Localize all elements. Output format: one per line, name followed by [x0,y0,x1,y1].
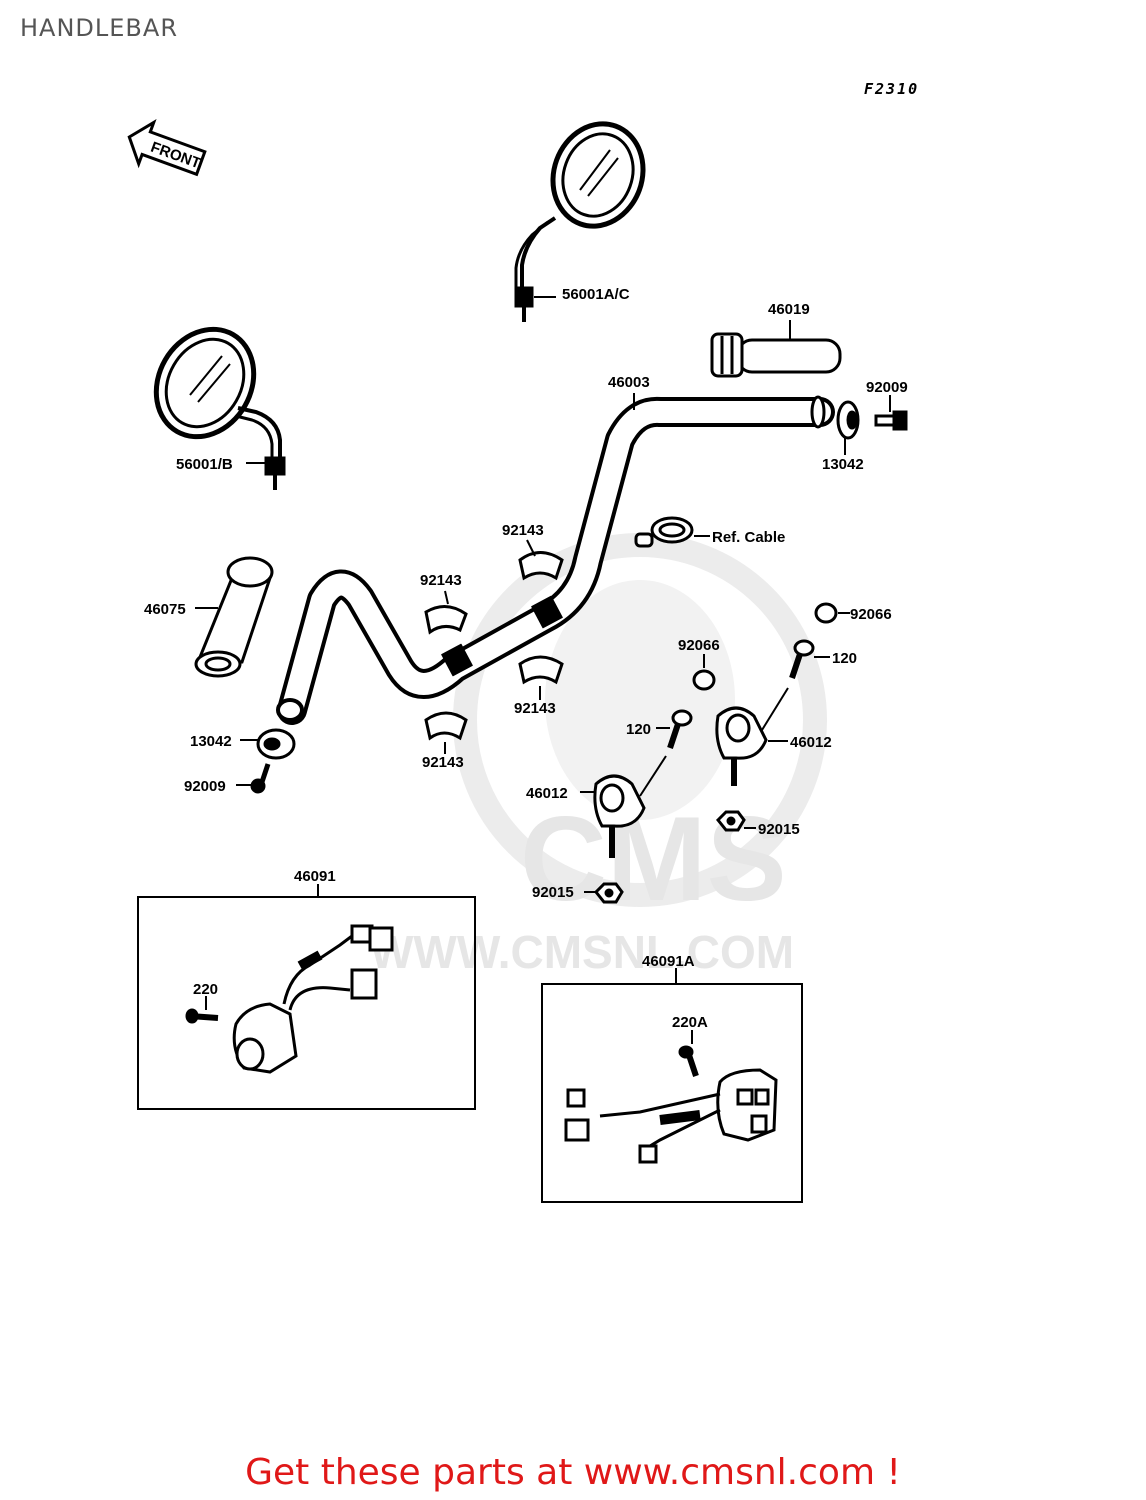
label-92015-right: 92015 [758,821,800,838]
throttle-grip [710,332,842,378]
label-120-left: 120 [626,721,651,738]
nut-92015-left [593,882,624,904]
label-92066-mid: 92066 [678,637,720,654]
switch-assembly-46091 [137,884,476,1110]
label-46019: 46019 [768,301,810,318]
shim-92143-top [518,551,564,581]
label-ref-cable: Ref. Cable [712,529,785,546]
bolt-120-right [789,639,815,679]
cable-clamp [634,516,694,548]
cap-92066-mid [692,669,716,691]
label-46003: 46003 [608,374,650,391]
label-92015-left: 92015 [532,884,574,901]
page-title: HANDLEBAR [20,14,178,42]
label-120-right: 120 [832,650,857,667]
mirror-left [153,326,286,490]
label-220a: 220A [672,1014,708,1031]
nut-92015-right [715,810,746,832]
label-13042-right: 13042 [822,456,864,473]
label-92143-top: 92143 [502,522,544,539]
label-46075: 46075 [144,601,186,618]
left-grip [194,556,274,678]
label-220: 220 [193,981,218,998]
bolt-92009-left [250,763,271,794]
shim-92143-right-low [518,655,564,685]
bolt-92009-right [874,410,908,431]
end-weight-right [836,400,860,440]
switch-assembly-46091a [541,968,803,1203]
holder-46012-right [715,706,768,786]
end-weight-left [256,728,296,760]
label-92143-left: 92143 [420,572,462,589]
holder-46012-left [593,774,646,858]
footer-promo-link[interactable]: Get these parts at www.cmsnl.com ! [245,1452,901,1493]
watermark-brand: CMS [520,792,787,926]
label-92009-right: 92009 [866,379,908,396]
watermark-url: WWW.CMSNL.COM [370,926,794,978]
bolt-120-left [667,709,693,749]
label-46091a: 46091A [642,953,695,970]
label-46091: 46091 [294,868,336,885]
cap-92066-right [814,602,838,624]
label-56001b: 56001/B [176,456,233,473]
shim-92143-left [424,605,468,635]
label-13042-left: 13042 [190,733,232,750]
label-56001ac: 56001A/C [562,286,630,303]
label-92143-right-low: 92143 [514,700,556,717]
label-92009-left: 92009 [184,778,226,795]
handlebar [276,395,835,725]
diagram-code: F2310 [864,80,920,98]
label-92066-right: 92066 [850,606,892,623]
mirror-right [514,121,646,322]
label-46012-right: 46012 [790,734,832,751]
shim-92143-bottom [424,711,468,741]
label-46012-left: 46012 [526,785,568,802]
front-arrow: FRONT [127,119,207,177]
label-92143-bottom: 92143 [422,754,464,771]
